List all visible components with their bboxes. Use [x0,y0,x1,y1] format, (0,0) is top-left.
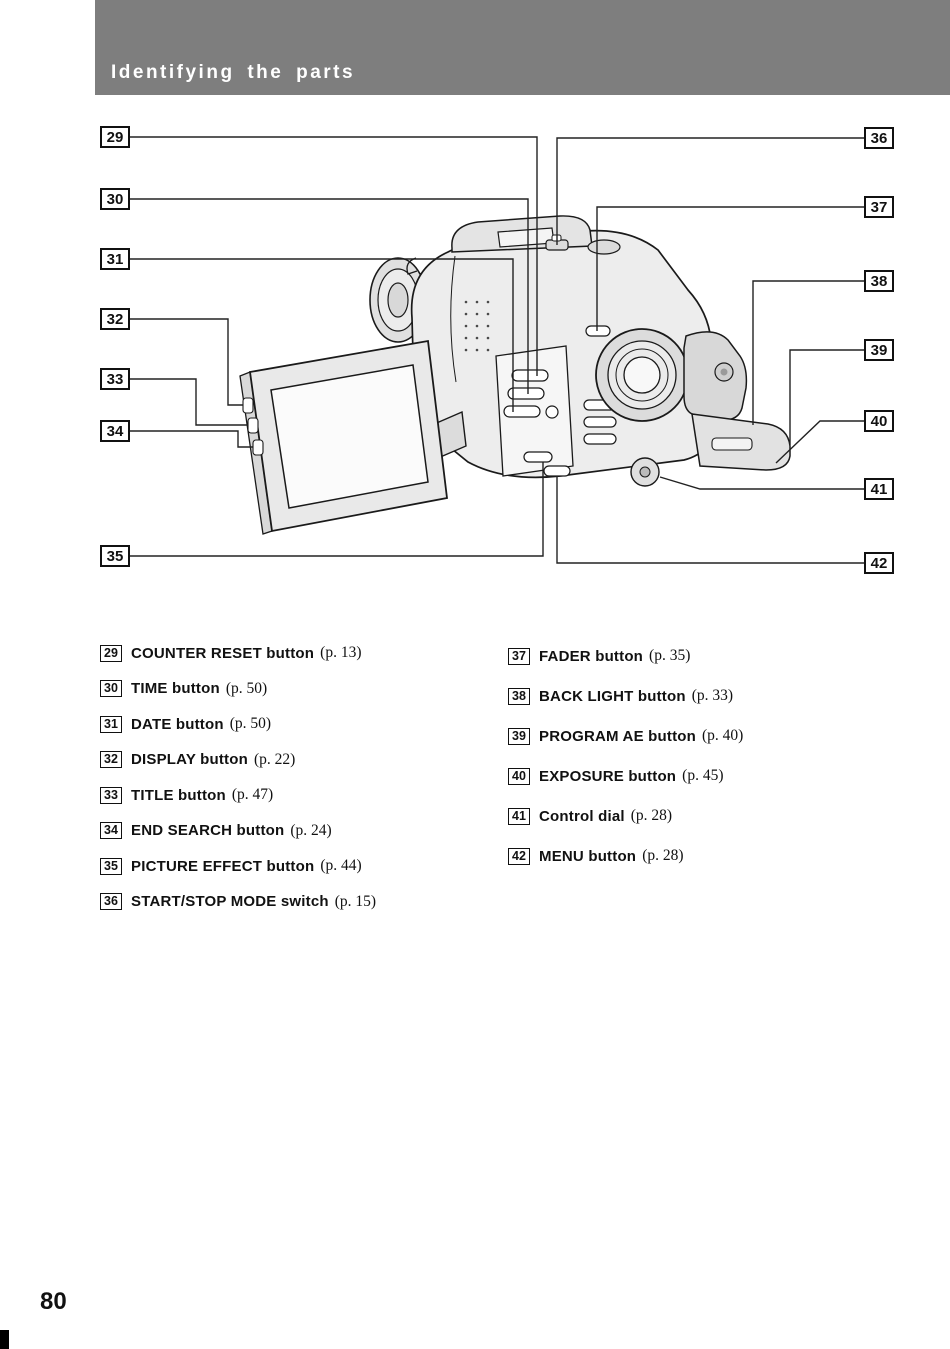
parts-item-34: 34 END SEARCH button (p. 24) [100,820,376,842]
page-reference: (p. 50) [225,679,268,697]
page-reference: (p. 33) [691,687,734,704]
page-reference: (p. 24) [290,821,332,839]
part-label: DATE button [131,715,224,733]
callout-box-40: 40 [864,410,894,432]
page-reference: (p. 47) [231,786,274,803]
item-number: 36 [100,893,122,910]
parts-diagram [0,95,950,620]
part-label: DISPLAY button [131,751,248,768]
callout-box-30: 30 [100,188,130,210]
lcd-panel [239,339,467,535]
parts-item-31: 31 DATE button (p. 50) [100,713,376,735]
page-number: 80 [40,1288,67,1315]
item-number: 34 [100,822,122,839]
callout-box-38: 38 [864,270,894,292]
section-title: Identifying the parts [111,62,356,83]
parts-item-30: 30 TIME button (p. 50) [100,678,376,700]
page-reference: (p. 15) [334,892,377,910]
parts-item-40: 40 EXPOSURE button (p. 45) [508,765,743,787]
item-number: 29 [100,644,122,662]
callout-box-42: 42 [864,552,894,574]
part-label: FADER button [539,647,644,665]
item-number: 33 [100,786,122,804]
page-reference: (p. 28) [642,847,684,864]
part-label: PICTURE EFFECT button [131,857,315,875]
parts-item-41: 41 Control dial (p. 28) [508,805,743,827]
part-label: PROGRAM AE button [539,727,696,745]
item-number: 40 [508,767,530,785]
page-reference: (p. 45) [682,767,724,784]
callout-box-31: 31 [100,248,130,270]
callout-box-34: 34 [100,420,130,442]
parts-item-33: 33 TITLE button (p. 47) [100,784,376,806]
callout-box-39: 39 [864,339,894,361]
button-panel [495,325,660,487]
part-label: BACK LIGHT button [539,687,686,705]
item-number: 37 [508,647,530,665]
part-label: END SEARCH button [131,822,285,839]
callout-box-36: 36 [864,127,894,149]
leader-lines [130,136,864,564]
parts-item-42: 42 MENU button (p. 28) [508,845,743,867]
part-label: Control dial [539,807,625,825]
part-label: TITLE button [131,786,226,804]
camcorder-illustration [130,136,864,564]
parts-list-right-column: 37 FADER button (p. 35) 38 BACK LIGHT bu… [508,645,743,885]
part-label: TIME button [131,680,220,697]
item-number: 35 [100,857,122,875]
parts-item-36: 36 START/STOP MODE switch (p. 15) [100,891,376,913]
parts-item-32: 32 DISPLAY button (p. 22) [100,749,376,771]
item-number: 32 [100,751,122,768]
parts-item-39: 39 PROGRAM AE button (p. 40) [508,725,743,747]
part-label: COUNTER RESET button [131,644,315,662]
callout-box-29: 29 [100,126,130,148]
speaker-grille [464,300,490,352]
page-reference: (p. 44) [320,857,362,874]
item-number: 30 [100,680,122,697]
part-label: MENU button [539,847,637,865]
part-label: START/STOP MODE switch [131,893,329,910]
page-reference: (p. 35) [649,647,691,664]
section-header: Identifying the parts [95,0,950,95]
page-edge-mark [0,1330,9,1349]
item-number: 31 [100,715,122,733]
page-reference: (p. 40) [702,727,744,744]
grip [691,413,791,471]
callout-box-32: 32 [100,308,130,330]
item-number: 42 [508,847,530,865]
callout-box-33: 33 [100,368,130,390]
callout-box-35: 35 [100,545,130,567]
page-reference: (p. 28) [630,807,673,824]
parts-item-35: 35 PICTURE EFFECT button (p. 44) [100,855,376,877]
item-number: 41 [508,807,530,825]
callout-box-41: 41 [864,478,894,500]
page-reference: (p. 22) [253,750,296,768]
item-number: 38 [508,687,530,705]
parts-item-37: 37 FADER button (p. 35) [508,645,743,667]
page-reference: (p. 50) [229,715,272,732]
parts-item-29: 29 COUNTER RESET button (p. 13) [100,642,376,664]
item-number: 39 [508,727,530,745]
part-label: EXPOSURE button [539,767,677,785]
page-reference: (p. 13) [320,644,362,661]
callout-box-37: 37 [864,196,894,218]
parts-item-38: 38 BACK LIGHT button (p. 33) [508,685,743,707]
viewfinder [595,328,748,422]
parts-list-left-column: 29 COUNTER RESET button (p. 13) 30 TIME … [100,642,376,926]
